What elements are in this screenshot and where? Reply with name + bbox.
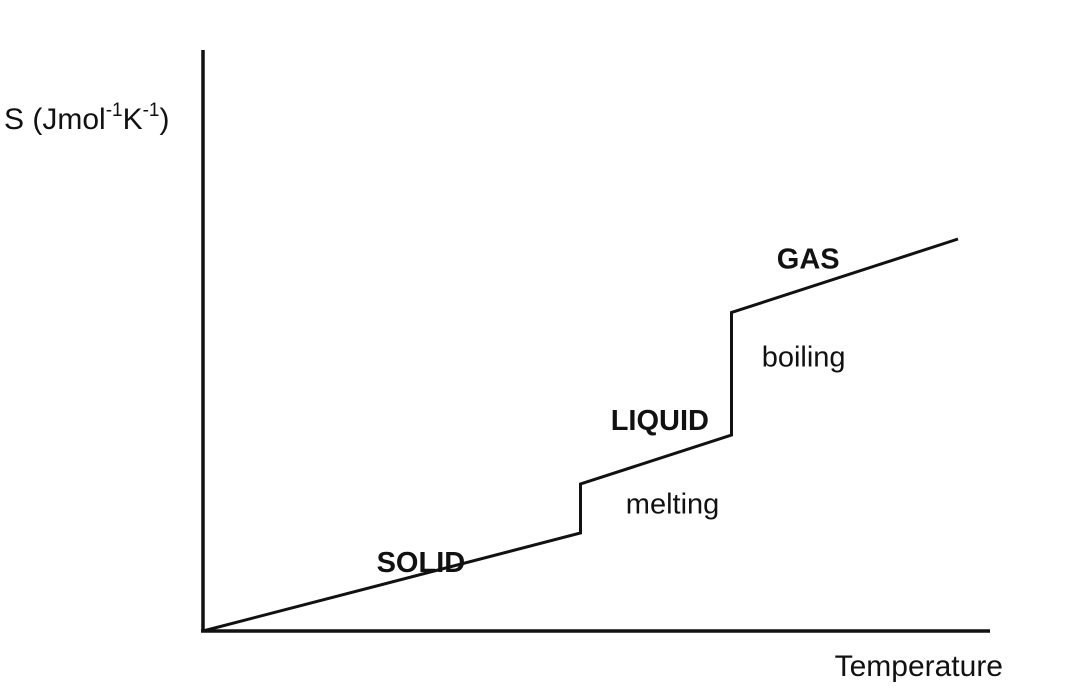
y-axis-label-text: S (Jmol [4, 103, 106, 136]
phase-label-solid: SOLID [377, 547, 466, 579]
x-axis-label: Temperature [835, 650, 1003, 683]
y-axis-label-end: ) [160, 103, 170, 136]
labels-layer: SOLID LIQUID GAS melting boiling [377, 243, 846, 579]
phase-label-gas: GAS [777, 243, 840, 275]
series-layer [202, 237, 959, 633]
axes [201, 50, 990, 633]
entropy-line [202, 237, 959, 633]
transition-label-melting: melting [626, 488, 720, 520]
y-axis-label-sup2: -1 [143, 100, 160, 121]
y-axis-label-sup1: -1 [106, 100, 123, 121]
y-axis-label-mid: K [123, 103, 143, 136]
y-axis-label: S (Jmol-1K-1) [4, 100, 170, 136]
transition-label-boiling: boiling [762, 341, 846, 373]
phase-label-liquid: LIQUID [611, 405, 709, 437]
